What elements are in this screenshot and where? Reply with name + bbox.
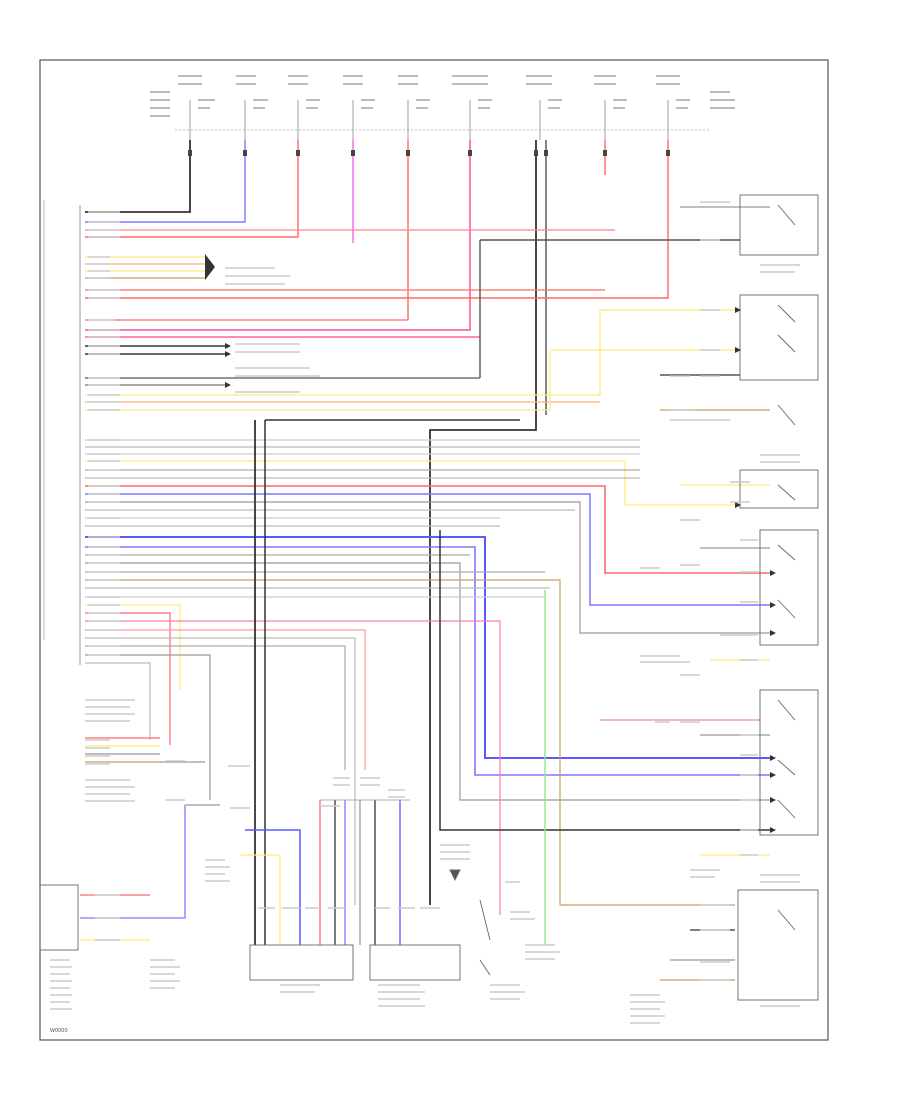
switch-box-2 (739, 294, 819, 381)
diagram-code: W0000 (50, 1028, 68, 1034)
fuse-block (175, 100, 710, 140)
vertical-trunks (254, 239, 770, 945)
lock-box (737, 889, 819, 1001)
center-module-b (369, 944, 461, 981)
right-components (737, 194, 819, 1001)
fuse-connectors (188, 150, 670, 156)
arrow-markers (205, 254, 776, 833)
switch-box-1 (739, 194, 819, 256)
switch-box-3 (739, 469, 819, 509)
fuse-labels (150, 75, 735, 117)
bottom-components (39, 869, 491, 981)
center-module-a (249, 944, 354, 981)
switch-box-4 (759, 529, 819, 646)
switch-box-5 (759, 689, 819, 836)
pin-labels (50, 201, 800, 1024)
fuse-feed-wires (85, 140, 669, 905)
left-module (39, 884, 79, 951)
harness-wires (85, 229, 770, 915)
